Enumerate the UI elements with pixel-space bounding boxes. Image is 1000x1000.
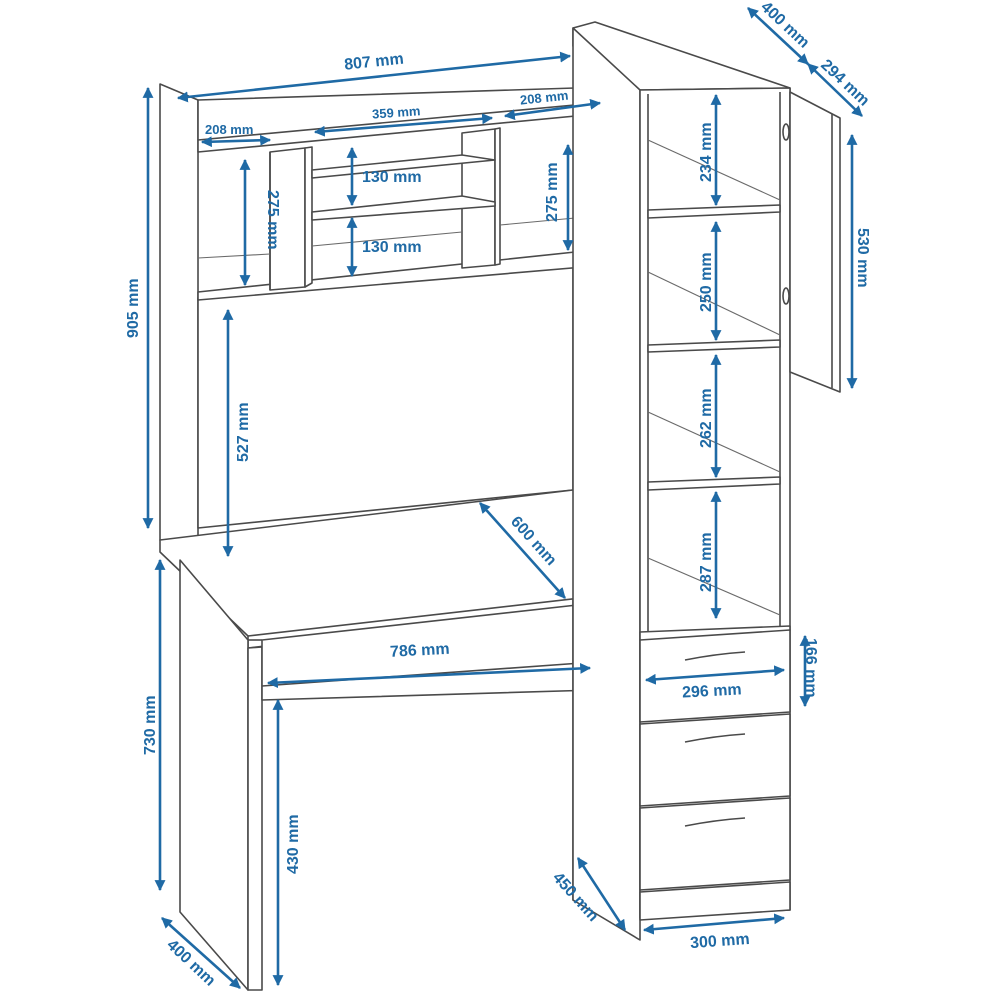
label-cabinet-width: 300 mm	[690, 931, 751, 952]
label-tower-shelf-4: 287 mm	[698, 532, 715, 592]
label-drawer-height: 166 mm	[802, 638, 819, 698]
label-shelf-left-width: 208 mm	[205, 122, 253, 137]
label-hutch-height: 905 mm	[125, 278, 142, 338]
label-back-opening: 527 mm	[235, 402, 252, 462]
label-desk-inner-width: 786 mm	[390, 641, 450, 661]
label-knee-height: 430 mm	[285, 814, 302, 874]
partition-mid-left	[304, 146, 313, 288]
label-tower-shelf-2: 250 mm	[698, 252, 715, 312]
drawer-2	[639, 713, 791, 807]
hutch-back-panel	[197, 264, 574, 529]
tower-side	[572, 27, 641, 941]
desk-front-leg	[247, 646, 263, 991]
label-shelf-mid-width: 359 mm	[372, 103, 421, 121]
cubby-shelf-1	[311, 154, 496, 179]
label-tower-shelf-3: 262 mm	[698, 388, 715, 448]
label-upper-height-left: 275 mm	[264, 190, 281, 250]
dimension-lines	[142, 7, 863, 989]
label-tower-depth: 294 mm	[817, 56, 872, 109]
cabinet-plinth	[639, 881, 791, 921]
desk-outline	[159, 21, 841, 991]
label-cubby-bottom: 130 mm	[362, 239, 422, 256]
label-tower-shelf-1: 234 mm	[698, 122, 715, 182]
hinge-icon	[782, 123, 790, 141]
tower-shelf-c	[647, 476, 781, 491]
label-upper-height-right: 275 mm	[544, 162, 561, 222]
label-desk-height: 730 mm	[142, 695, 159, 755]
tower-shelf-b	[647, 339, 781, 353]
cubby-shelf-2	[311, 195, 496, 221]
label-shelf-right-width: 208 mm	[519, 88, 569, 108]
label-cubby-top: 130 mm	[362, 169, 422, 186]
drawer-handle-icon	[684, 651, 746, 661]
drawer-3	[639, 797, 791, 891]
label-total-width: 807 mm	[343, 51, 404, 74]
label-drawer-width: 296 mm	[682, 681, 742, 701]
label-door-height: 530 mm	[854, 228, 871, 288]
tower-shelf-a	[647, 204, 781, 219]
partition-right	[494, 127, 501, 266]
hutch-left-panel	[159, 83, 199, 558]
